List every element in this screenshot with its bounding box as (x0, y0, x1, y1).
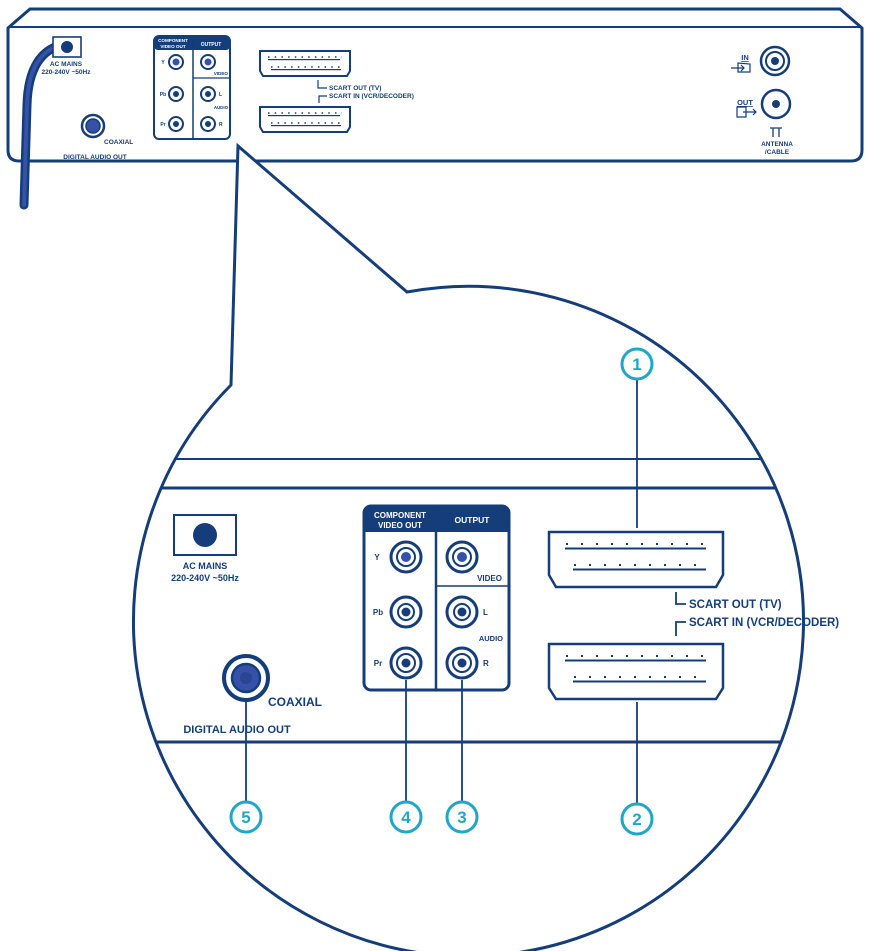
scart-connectors-large (547, 530, 725, 701)
svg-text:5: 5 (241, 808, 250, 827)
coaxial-jack-large (222, 654, 270, 702)
svg-text:VIDEO OUT: VIDEO OUT (160, 44, 185, 49)
jack-pr-label: Pr (374, 659, 382, 668)
cable-label: /CABLE (765, 149, 790, 156)
scart-out-label-small: SCART OUT (TV) (329, 85, 381, 92)
svg-text:VIDEO: VIDEO (214, 71, 229, 76)
ac-mains-socket-large (173, 514, 237, 556)
svg-text:2: 2 (632, 810, 641, 829)
output-label-large: OUTPUT (455, 515, 491, 525)
digital-audio-out-label-large: DIGITAL AUDIO OUT (183, 724, 291, 736)
svg-text:Y: Y (161, 60, 165, 66)
audio-r-label: R (483, 659, 489, 668)
scart-in-label-small: SCART IN (VCR/DECODER) (329, 93, 414, 100)
ac-mains-voltage-label-large: 220-240V ~50Hz (171, 573, 239, 583)
antenna-label: ANTENNA (761, 141, 793, 148)
audio-l-label: L (483, 608, 488, 617)
svg-text:4: 4 (401, 808, 411, 827)
callout-1: 1 (620, 347, 654, 381)
svg-text:L: L (219, 92, 222, 98)
rear-panel-overview: AC MAINS 220-240V ~50Hz COAXIAL DIGITAL … (6, 7, 864, 210)
svg-text:VIDEO OUT: VIDEO OUT (378, 521, 422, 530)
scart-out-label-large: SCART OUT (TV) (689, 599, 782, 611)
digital-audio-out-label-small: DIGITAL AUDIO OUT (63, 154, 126, 161)
callout-5: 5 (229, 800, 263, 834)
callout-2: 2 (620, 802, 654, 836)
av-output-block-large (362, 504, 511, 692)
ac-mains-voltage-label: 220-240V ~50Hz (42, 69, 92, 76)
scart-in-label-large: SCART IN (VCR/DECODER) (689, 617, 839, 629)
scart-connectors-small (259, 50, 351, 133)
coaxial-label-small: COAXIAL (104, 139, 133, 146)
audio-label: AUDIO (479, 634, 503, 643)
component-video-out-label-small: COMPONENT (158, 38, 188, 43)
output-label-small: OUTPUT (201, 42, 222, 48)
ac-mains-label: AC MAINS (50, 61, 83, 68)
svg-text:3: 3 (457, 808, 466, 827)
svg-text:AUDIO: AUDIO (214, 105, 229, 110)
antenna-out-label: OUT (737, 98, 753, 107)
callout-leaders (245, 380, 638, 805)
antenna-in-label: IN (741, 53, 749, 62)
rear-panel-outline (6, 7, 864, 163)
video-label: VIDEO (477, 574, 502, 583)
component-video-out-label-large: COMPONENT (374, 511, 426, 520)
svg-text:Pb: Pb (160, 92, 166, 98)
callout-3: 3 (445, 800, 479, 834)
coaxial-label-large: COAXIAL (268, 695, 322, 709)
ac-mains-label-large: AC MAINS (183, 561, 228, 571)
jack-y-label: Y (374, 553, 380, 562)
jack-pb-label: Pb (373, 608, 383, 617)
svg-text:R: R (219, 122, 223, 128)
callout-4: 4 (389, 800, 423, 834)
antenna-connectors (731, 45, 792, 137)
svg-text:1: 1 (632, 355, 641, 374)
svg-text:Pr: Pr (160, 122, 165, 128)
